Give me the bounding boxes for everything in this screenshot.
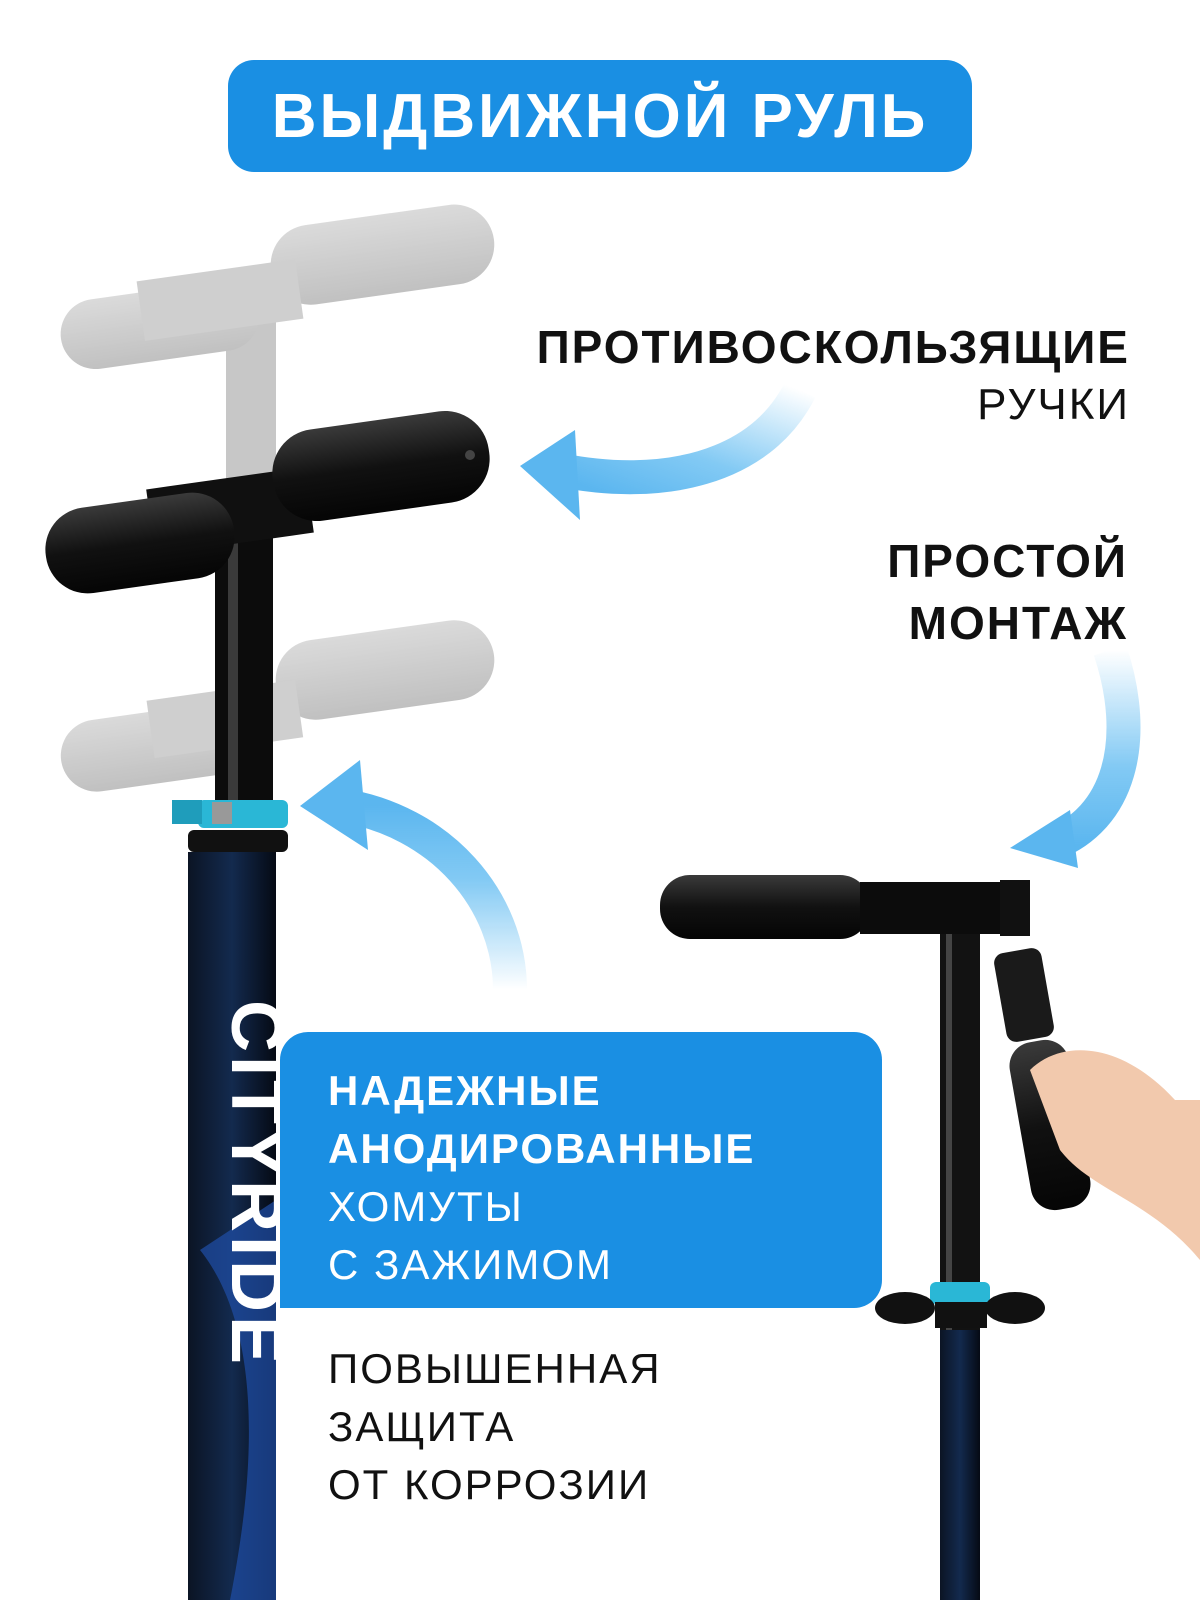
clamps-line2: АНОДИРОВАННЫЕ [328,1125,756,1172]
clamp-right [930,1282,990,1304]
ghost-handlebar-bottom [60,620,495,792]
grips-label-line1: ПРОТИВОСКОЛЬЗЯЩИЕ [536,321,1130,373]
protection-feature-label: ПОВЫШЕННАЯ ЗАЩИТА ОТ КОРРОЗИИ [328,1340,662,1514]
mount-label-line2: МОНТАЖ [908,597,1128,649]
mount-illustration [660,875,1200,1600]
main-handlebar [45,410,490,594]
protection-line2: ЗАЩИТА [328,1403,516,1450]
ghost-handlebar-top [60,204,495,480]
arrow-clamp [300,760,527,991]
clamps-line4: С ЗАЖИМОМ [328,1241,613,1288]
protection-line3: ОТ КОРРОЗИИ [328,1461,651,1508]
protection-line1: ПОВЫШЕННАЯ [328,1345,662,1392]
stem-upper [215,520,273,820]
grips-feature-label: ПРОТИВОСКОЛЬЗЯЩИЕ РУЧКИ [537,318,1130,434]
mount-feature-label: ПРОСТОЙ МОНТАЖ [887,530,1128,654]
arrow-grips [520,381,816,520]
page-title: ВЫДВИЖНОЙ РУЛЬ [271,81,929,151]
clamp-teal [172,800,288,852]
mount-label-line1: ПРОСТОЙ [887,535,1128,587]
title-banner: ВЫДВИЖНОЙ РУЛЬ [228,60,972,172]
clamps-line3: ХОМУТЫ [328,1183,524,1230]
arrow-mount [1010,644,1141,868]
clamps-feature-box: НАДЕЖНЫЕ АНОДИРОВАННЫЕ ХОМУТЫ С ЗАЖИМОМ [280,1032,882,1308]
grips-label-line2: РУЧКИ [977,380,1130,429]
clamps-line1: НАДЕЖНЫЕ [328,1067,602,1114]
lower-tube: CITYRIDE [188,852,296,1600]
grip-right [660,875,870,939]
hand [1030,1050,1200,1260]
